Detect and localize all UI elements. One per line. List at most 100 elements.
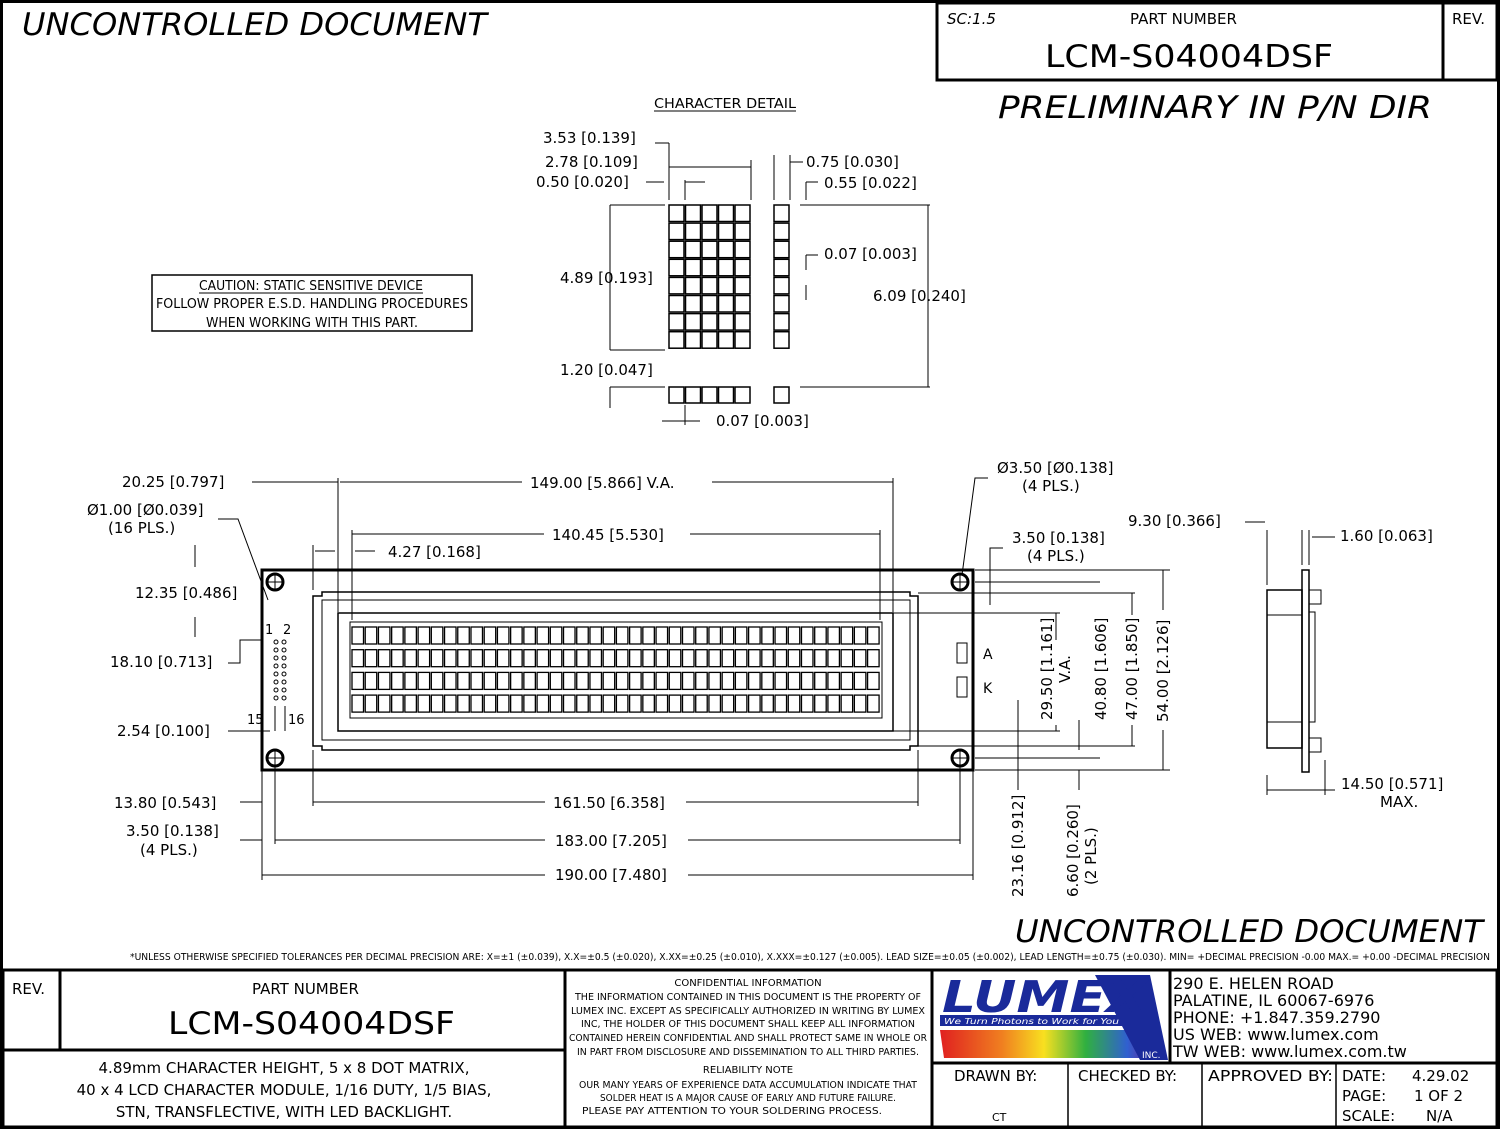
matrix-dot bbox=[717, 276, 735, 295]
dim-dot-pitch-x: 0.50 [0.020] bbox=[536, 173, 629, 191]
matrix-dot bbox=[734, 330, 751, 349]
character-cell bbox=[549, 626, 563, 645]
character-cell bbox=[549, 671, 563, 691]
matrix-dot bbox=[701, 240, 718, 259]
character-cell bbox=[351, 649, 365, 668]
matrix-dot bbox=[734, 204, 751, 223]
dim-hole-edge: 3.50 [0.138] bbox=[1012, 529, 1105, 547]
character-cell bbox=[589, 671, 603, 691]
dim-va-height: 29.50 [1.161] bbox=[1038, 618, 1056, 720]
dim-outline-height: 47.00 [1.850] bbox=[1123, 618, 1141, 720]
character-cell bbox=[391, 649, 404, 668]
character-cell bbox=[668, 626, 682, 645]
character-cell bbox=[364, 649, 378, 668]
character-cell bbox=[615, 626, 629, 645]
character-cell bbox=[417, 626, 431, 645]
character-cell bbox=[470, 649, 484, 668]
dim-va-label: V.A. bbox=[1056, 655, 1074, 683]
reliability-line: SOLDER HEAT IS A MAJOR CAUSE OF EARLY AN… bbox=[600, 1093, 896, 1104]
character-cell bbox=[800, 671, 814, 691]
pin-hole bbox=[273, 663, 279, 669]
pcb-outline bbox=[260, 568, 975, 772]
dim-pcb-width: 190.00 [7.480] bbox=[555, 866, 667, 884]
dim-bezel-left: 13.80 [0.543] bbox=[114, 794, 216, 812]
character-cell bbox=[483, 694, 497, 713]
dim-max-thickness: 14.50 [0.571] bbox=[1341, 775, 1443, 793]
character-cell bbox=[483, 671, 497, 691]
mounting-hole bbox=[950, 572, 970, 592]
character-cell bbox=[430, 694, 444, 713]
scale-value: N/A bbox=[1426, 1107, 1453, 1125]
dim-va-offset: 20.25 [0.797] bbox=[122, 473, 224, 491]
character-cell bbox=[866, 694, 880, 713]
character-cell bbox=[840, 671, 854, 691]
caution-line-2: FOLLOW PROPER E.S.D. HANDLING PROCEDURES bbox=[156, 297, 468, 312]
dim-hole-span: 183.00 [7.205] bbox=[555, 832, 667, 850]
preliminary-status: PRELIMINARY IN P/N DIR bbox=[998, 90, 1432, 126]
character-cell bbox=[364, 671, 378, 691]
page-value: 1 OF 2 bbox=[1414, 1087, 1463, 1105]
character-cell bbox=[695, 694, 708, 713]
dim-pin-hole: Ø1.00 [Ø0.039] bbox=[87, 501, 203, 519]
confidential-line: THE INFORMATION CONTAINED IN THIS DOCUME… bbox=[574, 992, 921, 1003]
character-cell bbox=[391, 626, 404, 645]
dim-led-offset: 23.16 [0.912] bbox=[1009, 795, 1027, 897]
character-cell bbox=[787, 649, 801, 668]
character-cell bbox=[747, 671, 761, 691]
character-cell bbox=[496, 649, 510, 668]
dim-va-width: 149.00 [5.866] V.A. bbox=[530, 474, 675, 492]
adjacent-char-dot bbox=[773, 240, 790, 259]
character-cell bbox=[814, 671, 827, 691]
character-cell bbox=[761, 671, 774, 691]
matrix-dot bbox=[668, 240, 685, 259]
pin-hole bbox=[273, 679, 279, 685]
led-anode-pad bbox=[956, 642, 968, 664]
pin-15-label: 15 bbox=[247, 713, 264, 728]
matrix-dot bbox=[668, 294, 685, 313]
character-cell bbox=[457, 626, 470, 645]
adjacent-char-dot bbox=[773, 204, 790, 223]
character-cell bbox=[523, 671, 537, 691]
matrix-dot bbox=[701, 222, 718, 241]
phone: PHONE: +1.847.359.2790 bbox=[1173, 1008, 1380, 1027]
character-cell bbox=[628, 671, 642, 691]
character-cell bbox=[814, 649, 827, 668]
character-cell bbox=[576, 626, 589, 645]
dim-pcb-thickness: 1.60 [0.063] bbox=[1340, 527, 1433, 545]
matrix-dot bbox=[717, 294, 735, 313]
character-cell bbox=[774, 649, 788, 668]
character-cell bbox=[734, 694, 748, 713]
character-cell bbox=[787, 671, 801, 691]
character-cell bbox=[642, 649, 655, 668]
character-cell bbox=[734, 671, 748, 691]
cursor-dot bbox=[684, 386, 702, 404]
part-number: LCM-S04004DSF bbox=[1045, 39, 1333, 75]
dim-hole-edge-bottom: 3.50 [0.138] bbox=[126, 822, 219, 840]
drawn-by-value: CT bbox=[992, 1111, 1007, 1124]
character-cell bbox=[536, 694, 550, 713]
character-cell bbox=[602, 626, 616, 645]
matrix-dot bbox=[701, 258, 718, 277]
matrix-dot bbox=[701, 312, 718, 331]
dim-led-pad-qty: (2 PLS.) bbox=[1082, 827, 1100, 885]
pin-hole bbox=[273, 695, 279, 701]
character-cell bbox=[417, 649, 431, 668]
character-cell bbox=[391, 694, 404, 713]
character-cell bbox=[827, 649, 841, 668]
dim-cursor-gap: 0.75 [0.030] bbox=[806, 153, 899, 171]
mounting-hole bbox=[265, 572, 285, 592]
dim-char-pitch: 3.53 [0.139] bbox=[543, 129, 636, 147]
character-cell bbox=[655, 694, 669, 713]
matrix-dot bbox=[668, 330, 685, 349]
pin-16-label: 16 bbox=[288, 713, 305, 728]
led-cathode-pad bbox=[956, 676, 968, 698]
matrix-dot bbox=[684, 312, 702, 331]
dim-dot-width: 0.55 [0.022] bbox=[824, 174, 917, 192]
character-grid bbox=[351, 626, 880, 713]
logo-inc: INC. bbox=[1142, 1051, 1161, 1061]
address-line: PALATINE, IL 60067-6976 bbox=[1173, 991, 1374, 1010]
reliability-line: OUR MANY YEARS OF EXPERIENCE DATA ACCUMU… bbox=[579, 1080, 918, 1091]
character-cell bbox=[351, 694, 365, 713]
pin-hole bbox=[281, 647, 287, 653]
character-cell bbox=[430, 626, 444, 645]
